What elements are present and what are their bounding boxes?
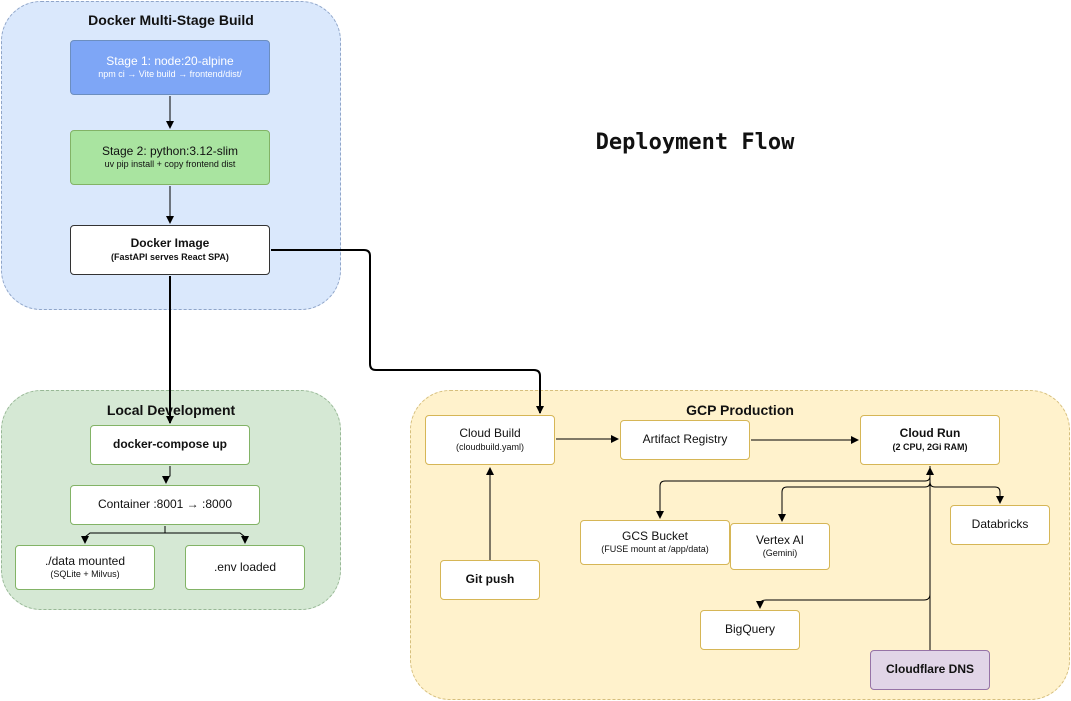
stage1-node: Stage 1: node:20-alpine npm ci → Vite bu… — [70, 40, 270, 95]
vertex-ai-title: Vertex AI — [755, 532, 805, 547]
edge-cloudrun-vertex — [778, 466, 931, 522]
gcs-bucket-subtitle: (FUSE mount at /app/data) — [601, 544, 709, 555]
docker-image-title: Docker Image — [130, 236, 210, 251]
artifact-registry-node: Artifact Registry — [620, 420, 750, 460]
cloudflare-dns-title: Cloudflare DNS — [885, 662, 974, 677]
edge-cloudrun-gcs — [656, 466, 931, 519]
diagram-title: Deployment Flow — [595, 130, 795, 155]
data-mounted-subtitle: (SQLite + Milvus) — [50, 569, 120, 580]
compose-title: docker-compose up — [112, 437, 228, 452]
docker-group-title: Docker Multi-Stage Build — [88, 12, 254, 28]
edge-compose-container — [162, 466, 171, 484]
gcp-group-title: GCP Production — [686, 402, 794, 418]
artifact-registry-title: Artifact Registry — [642, 432, 728, 447]
bigquery-title: BigQuery — [724, 622, 776, 637]
data-mounted-title: ./data mounted — [44, 553, 126, 568]
stage1-title: Stage 1: node:20-alpine — [106, 53, 234, 68]
env-loaded-node: .env loaded — [185, 545, 305, 590]
compose-node: docker-compose up — [90, 425, 250, 465]
vertex-ai-node: Vertex AI (Gemini) — [730, 523, 830, 570]
container-node: Container :8001 → :8000 — [70, 485, 260, 525]
container-title: Container :8001 → :8000 — [97, 497, 233, 512]
cloud-run-subtitle: (2 CPU, 2Gi RAM) — [892, 441, 968, 452]
cloud-run-title: Cloud Run — [899, 426, 961, 441]
cloudflare-dns-node: Cloudflare DNS — [870, 650, 990, 690]
git-push-title: Git push — [465, 572, 515, 587]
stage1-subtitle: npm ci → Vite build → frontend/dist/ — [98, 69, 242, 80]
cloud-build-node: Cloud Build (cloudbuild.yaml) — [425, 415, 555, 465]
gcs-bucket-node: GCS Bucket (FUSE mount at /app/data) — [580, 520, 730, 565]
edge-container-data — [81, 526, 166, 544]
gcs-bucket-title: GCS Bucket — [621, 528, 689, 543]
cloud-build-subtitle: (cloudbuild.yaml) — [455, 441, 525, 452]
vertex-ai-subtitle: (Gemini) — [762, 548, 798, 559]
docker-image-subtitle: (FastAPI serves React SPA) — [111, 251, 229, 262]
edge-image-cloudbuild — [271, 249, 544, 414]
data-mounted-node: ./data mounted (SQLite + Milvus) — [15, 545, 155, 590]
docker-image-node: Docker Image (FastAPI serves React SPA) — [70, 225, 270, 275]
databricks-title: Databricks — [971, 517, 1029, 532]
cloud-run-node: Cloud Run (2 CPU, 2Gi RAM) — [860, 415, 1000, 465]
stage2-node: Stage 2: python:3.12-slim uv pip install… — [70, 130, 270, 185]
databricks-node: Databricks — [950, 505, 1050, 545]
edge-cloudrun-databricks — [929, 466, 1004, 504]
git-push-node: Git push — [440, 560, 540, 600]
bigquery-node: BigQuery — [700, 610, 800, 650]
stage2-subtitle: uv pip install + copy frontend dist — [104, 159, 236, 170]
edge-container-env — [164, 526, 249, 544]
stage2-title: Stage 2: python:3.12-slim — [101, 143, 239, 158]
cloud-build-title: Cloud Build — [459, 426, 521, 441]
env-loaded-title: .env loaded — [213, 559, 277, 574]
